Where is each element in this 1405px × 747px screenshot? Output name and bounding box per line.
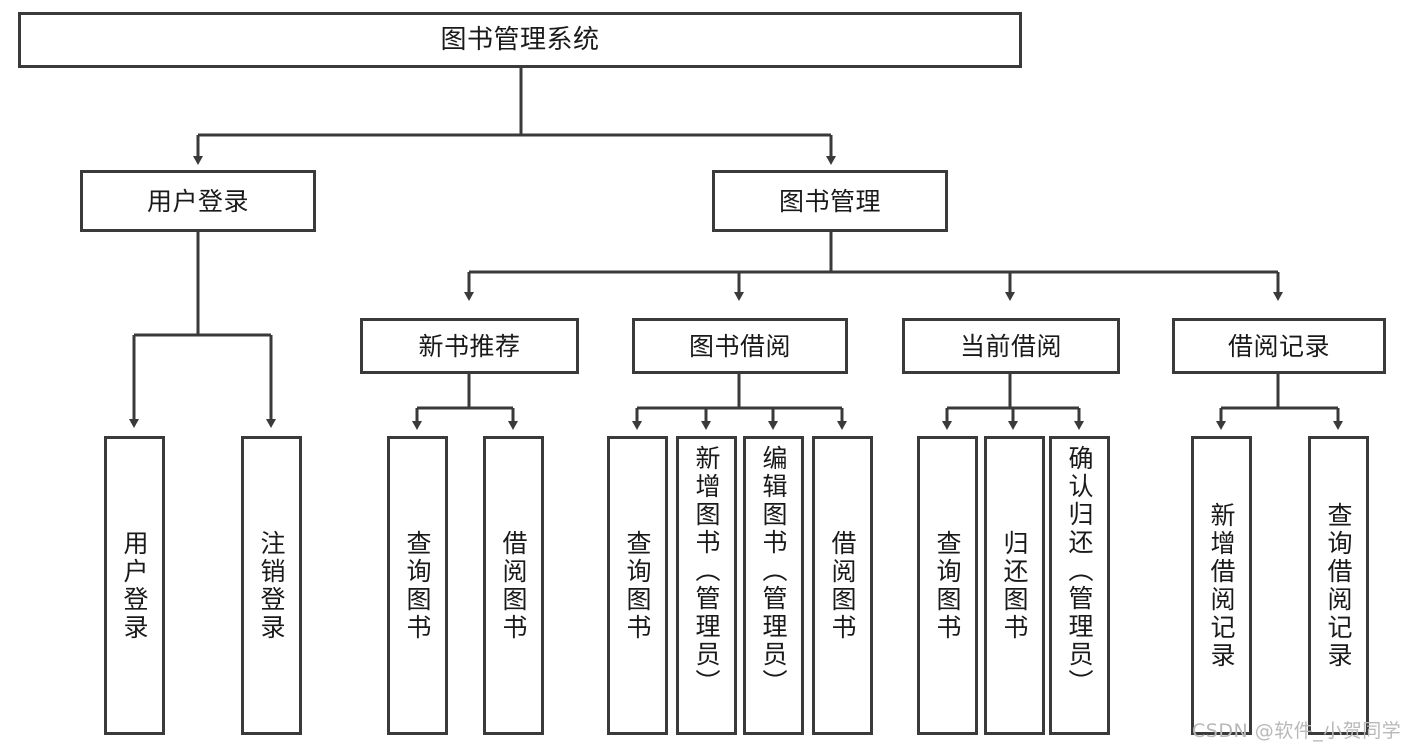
node-label: 归还图书 [1000,529,1029,642]
leaf-confirm-return-admin[interactable]: 确认归还（管理员） [1049,436,1110,735]
node-label: 当前借阅 [959,331,1062,361]
node-label: 图书管理系统 [440,24,600,55]
node-label: 图书借阅 [688,331,791,361]
node-label: 用户登录 [120,529,149,642]
leaf-add-book-admin[interactable]: 新增图书（管理员） [676,436,737,735]
leaf-borrow-book-recommend[interactable]: 借阅图书 [483,436,544,735]
node-label: 用户登录 [146,186,249,216]
node-label: 查询图书 [933,529,962,642]
node-root-system[interactable]: 图书管理系统 [18,12,1022,68]
watermark: CSDN @软件_小贺同学 [1192,720,1402,742]
node-label: 借阅图书 [828,529,857,642]
node-label: 借阅图书 [499,529,528,642]
node-label: 编辑图书（管理员） [759,445,788,697]
node-label: 图书管理 [778,186,881,216]
node-book-borrow[interactable]: 图书借阅 [632,318,848,374]
node-current-borrow[interactable]: 当前借阅 [902,318,1120,374]
node-label: 确认归还（管理员） [1065,445,1094,697]
leaf-query-book-borrow[interactable]: 查询图书 [607,436,668,735]
node-borrow-record[interactable]: 借阅记录 [1172,318,1386,374]
leaf-user-login[interactable]: 用户登录 [104,436,165,735]
node-label: 查询借阅记录 [1324,501,1353,670]
leaf-return-book[interactable]: 归还图书 [984,436,1045,735]
node-label: 新增借阅记录 [1207,501,1236,670]
node-label: 注销登录 [257,529,286,642]
leaf-edit-book-admin[interactable]: 编辑图书（管理员） [743,436,804,735]
node-book-management[interactable]: 图书管理 [712,170,948,232]
node-label: 查询图书 [403,529,432,642]
node-new-book-recommend[interactable]: 新书推荐 [360,318,579,374]
leaf-user-logout[interactable]: 注销登录 [241,436,302,735]
node-label: 查询图书 [623,529,652,642]
leaf-borrow-book[interactable]: 借阅图书 [812,436,873,735]
node-label: 新增图书（管理员） [692,445,721,697]
leaf-query-book-current[interactable]: 查询图书 [917,436,978,735]
node-label: 新书推荐 [418,331,521,361]
leaf-add-borrow-record[interactable]: 新增借阅记录 [1191,436,1252,735]
node-label: 借阅记录 [1227,331,1330,361]
leaf-query-book-recommend[interactable]: 查询图书 [387,436,448,735]
leaf-query-borrow-record[interactable]: 查询借阅记录 [1308,436,1369,735]
node-user-login[interactable]: 用户登录 [80,170,316,232]
